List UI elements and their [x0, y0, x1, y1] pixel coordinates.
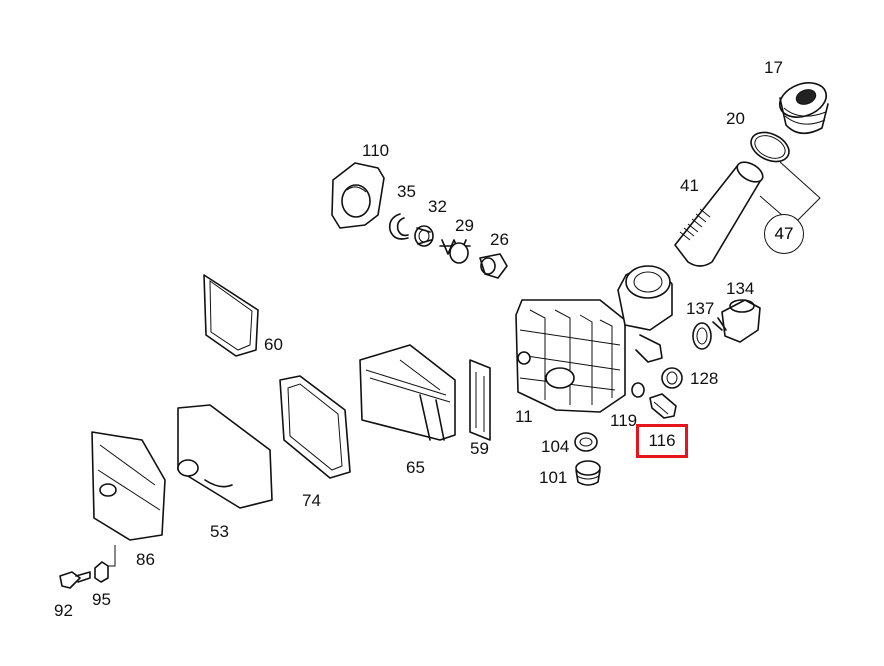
- part-95-washer: [94, 561, 109, 583]
- part-17-filter-cap: [778, 82, 829, 135]
- part-92-bolt: [59, 571, 91, 589]
- label-86: 86: [136, 550, 155, 569]
- label-20: 20: [726, 109, 745, 128]
- label-134: 134: [726, 279, 755, 298]
- label-104: 104: [541, 437, 570, 456]
- part-128-plug: [661, 367, 683, 389]
- label-53: 53: [210, 522, 229, 541]
- part-134-sensor: [712, 299, 761, 343]
- label-65: 65: [406, 458, 425, 477]
- label-47: 47: [764, 214, 804, 254]
- label-17: 17: [764, 58, 783, 77]
- part-65-frame: [359, 344, 456, 441]
- part-26-plug: [479, 253, 508, 279]
- label-41: 41: [680, 176, 699, 195]
- part-119-seal-ring: [631, 382, 645, 398]
- part-20-o-ring: [750, 131, 790, 163]
- label-60: 60: [264, 335, 283, 354]
- part-59-strip: [469, 359, 491, 441]
- label-26: 26: [490, 230, 509, 249]
- label-59: 59: [470, 439, 489, 458]
- label-74: 74: [302, 491, 321, 510]
- part-35-circlip: [388, 213, 409, 240]
- label-29: 29: [455, 216, 474, 235]
- label-35: 35: [397, 182, 416, 201]
- label-92: 92: [54, 601, 73, 620]
- part-116-bolt: [649, 393, 677, 419]
- label-11: 11: [515, 407, 533, 426]
- label-119: 119: [610, 411, 638, 430]
- part-110-cover-plate: [331, 162, 385, 229]
- label-32: 32: [428, 197, 447, 216]
- label-137: 137: [686, 299, 715, 318]
- label-116-highlighted[interactable]: 116: [636, 424, 688, 458]
- label-128: 128: [690, 369, 719, 388]
- part-137-washer: [692, 322, 712, 350]
- label-110: 110: [362, 141, 390, 160]
- label-95: 95: [92, 590, 111, 609]
- part-41-filter-element: [674, 161, 764, 267]
- part-86-oil-pan: [91, 431, 166, 541]
- part-74-gasket: [279, 375, 351, 479]
- part-11-housing: [515, 265, 673, 413]
- part-53-cover: [177, 404, 273, 509]
- label-101: 101: [539, 468, 568, 487]
- part-29-spring: [439, 239, 471, 264]
- part-101-cap: [575, 460, 601, 486]
- part-32-valve-sleeve: [414, 225, 434, 247]
- part-104-ring: [574, 432, 598, 452]
